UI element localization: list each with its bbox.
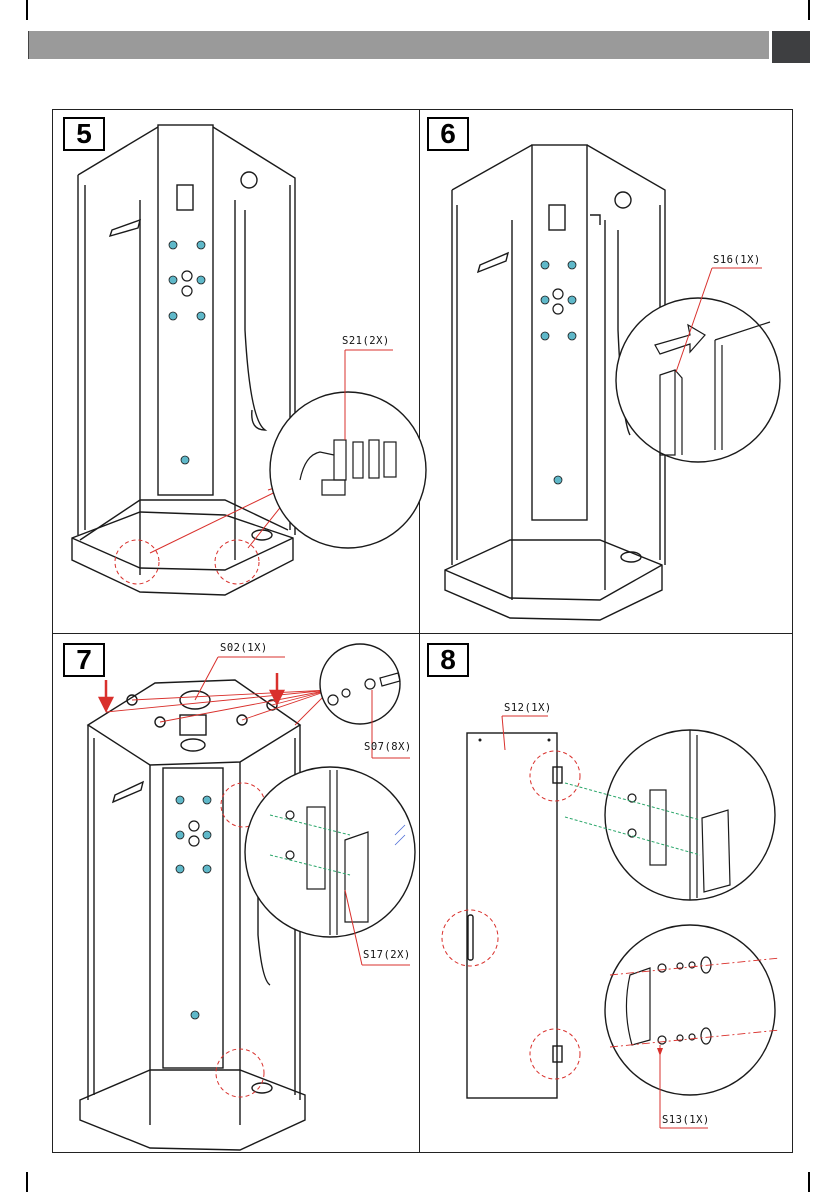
part-label-s12: S12(1X) bbox=[504, 702, 552, 714]
part-label-s13: S13(1X) bbox=[662, 1114, 710, 1126]
